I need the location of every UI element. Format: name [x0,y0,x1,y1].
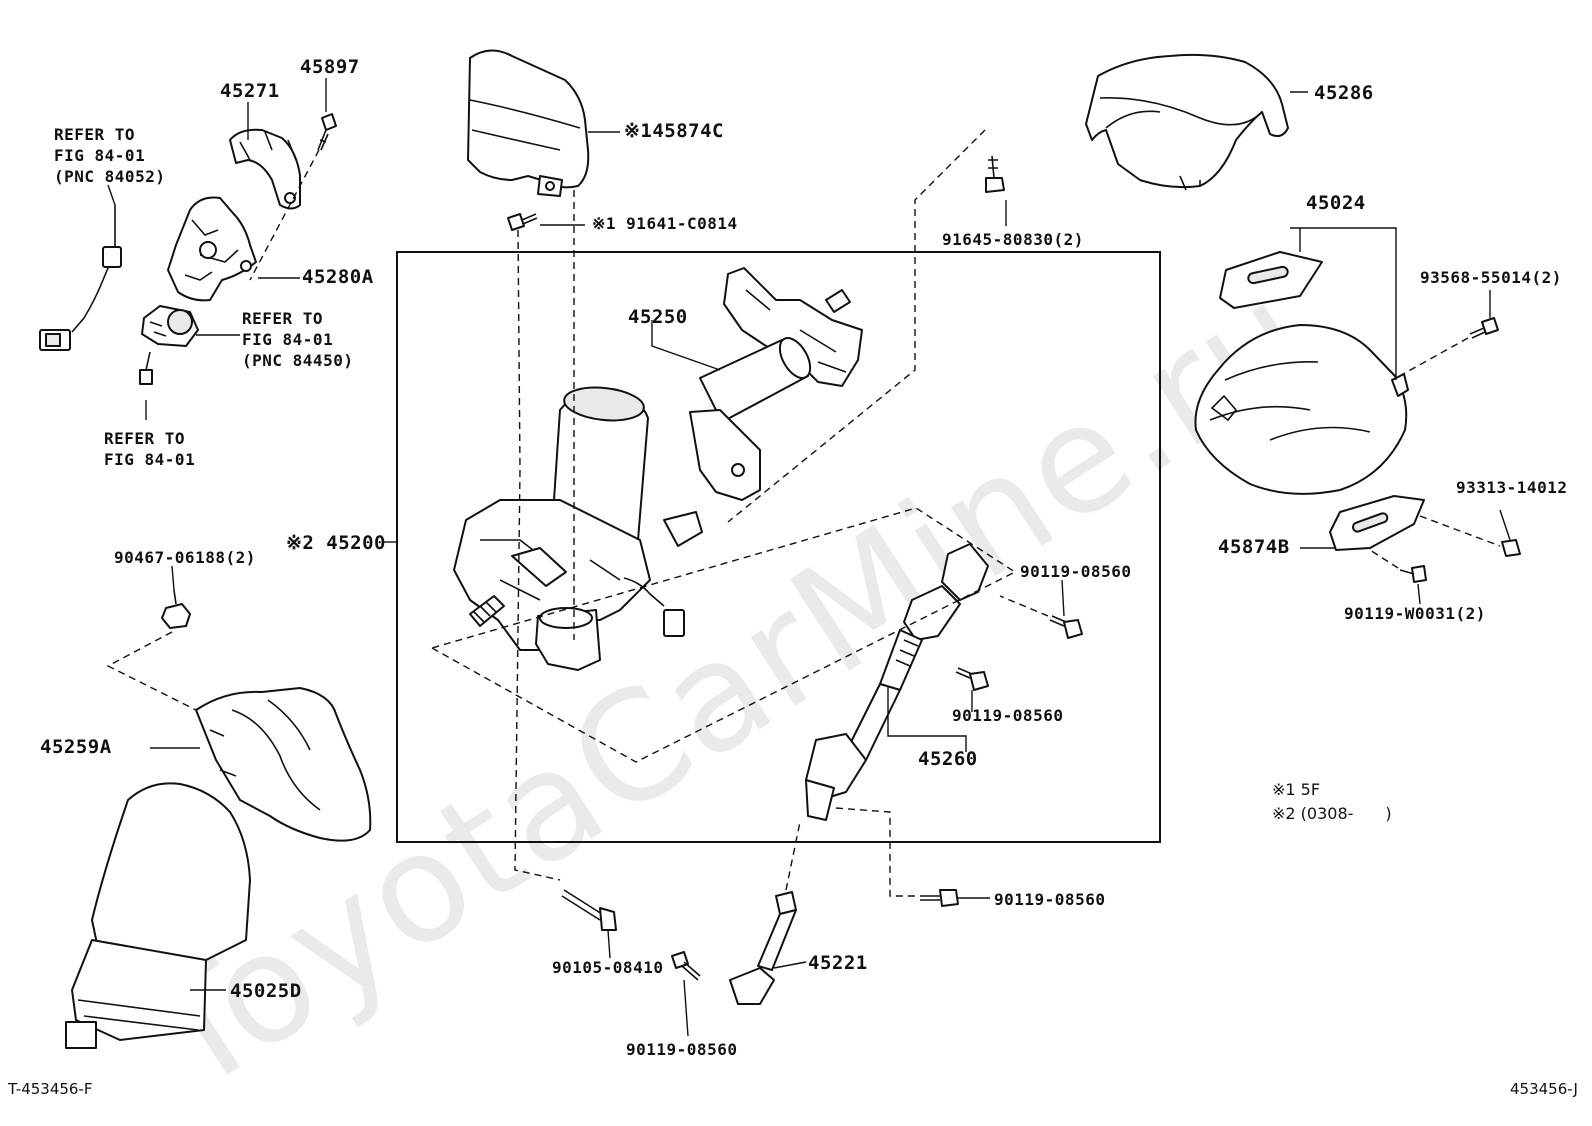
dash-93313 [1419,515,1501,547]
part-label-91641: ※1 91641-C0814 [592,214,738,233]
dash-91641 [514,229,561,881]
screw-91645-icon [985,155,1005,193]
intermediate-shaft-45260-icon [805,543,989,821]
dash-45221 [785,821,801,891]
ignition-switch-icon [139,305,199,385]
leader-lines [107,78,1511,1037]
lock-housing-45280A-icon [167,196,257,302]
screw-90119a-icon [1049,615,1083,639]
plate-45874B-icon [1329,495,1425,551]
screw-93568-icon [1469,317,1499,339]
part-label-45874B: 45874B [1218,536,1290,558]
footer-right-code: 453456-J [1510,1080,1578,1098]
part-label-45280A: 45280A [302,266,374,288]
switch-connector-icon [39,205,122,351]
steering-column-45250-icon [453,267,863,671]
cover-45025D-icon [65,782,251,1049]
part-label-91645: 91645-80830(2) [942,230,1084,249]
part-label-90119-middle: 90119-08560 [952,706,1064,725]
part-label-45259A: 45259A [40,736,112,758]
parts-diagram: ToyotaCarMine.ru [8,49,1578,1126]
clip-90467-icon [161,589,191,629]
refer-note-fig: REFER TO FIG 84-01 [104,429,196,469]
refer-note-84450: REFER TO FIG 84-01 (PNC 84450) [242,309,354,370]
part-label-45897: 45897 [300,56,360,78]
bolt-90105-icon [561,889,617,931]
refer-note-84052: REFER TO FIG 84-01 (PNC 84052) [54,125,166,186]
screw-45897-icon [249,113,337,281]
part-label-45271: 45271 [220,80,280,102]
dash-90119W [1369,549,1399,569]
column-cover-lower-icon [1194,324,1409,495]
part-label-90119W: 90119-W0031(2) [1344,604,1486,623]
dash-90119c [835,807,918,897]
footer-left-code: T-453456-F [8,1080,93,1098]
part-label-45200: ※2 45200 [286,532,386,554]
bracket-45271-icon [229,128,301,210]
plate-45024-icon [1219,251,1323,309]
screw-93313-icon [1501,539,1521,557]
part-label-90467: 90467-06188(2) [114,548,256,567]
cover-45259A-icon [195,687,372,842]
part-label-45024: 45024 [1306,192,1366,214]
shaft-45221-icon [729,891,797,1005]
screw-91641-icon [507,213,538,231]
dash-93568 [1395,337,1469,379]
part-label-45025D: 45025D [230,980,302,1002]
part-label-90119-upper: 90119-08560 [1020,562,1132,581]
dash-90119a [999,595,1049,617]
note-1: ※1 5F [1272,780,1321,799]
part-label-93568: 93568-55014(2) [1420,268,1562,287]
part-label-90119-lower: 90119-08560 [994,890,1106,909]
screw-90119d-icon [671,951,701,981]
cover-45874C-icon [467,49,590,197]
part-label-45874C: ※145874C [624,120,724,142]
screw-90119W-icon [1399,565,1427,583]
note-2: ※2 (0308- ) [1272,804,1392,823]
part-label-45221: 45221 [808,952,868,974]
cover-45286-icon [1085,53,1289,191]
part-label-45250: 45250 [628,306,688,328]
part-label-45286: 45286 [1314,82,1374,104]
part-label-90105: 90105-08410 [552,958,664,977]
part-label-45260: 45260 [918,748,978,770]
dash-91645 [727,129,986,523]
screw-90119b-icon [955,667,989,691]
column-assembly-frame [396,251,1161,843]
diagram-drawing [39,49,1521,1049]
screw-90119c-icon [920,889,959,907]
part-label-93313: 93313-14012 [1456,478,1568,497]
part-label-90119-bottom: 90119-08560 [626,1040,738,1059]
dash-90467 [106,631,201,713]
